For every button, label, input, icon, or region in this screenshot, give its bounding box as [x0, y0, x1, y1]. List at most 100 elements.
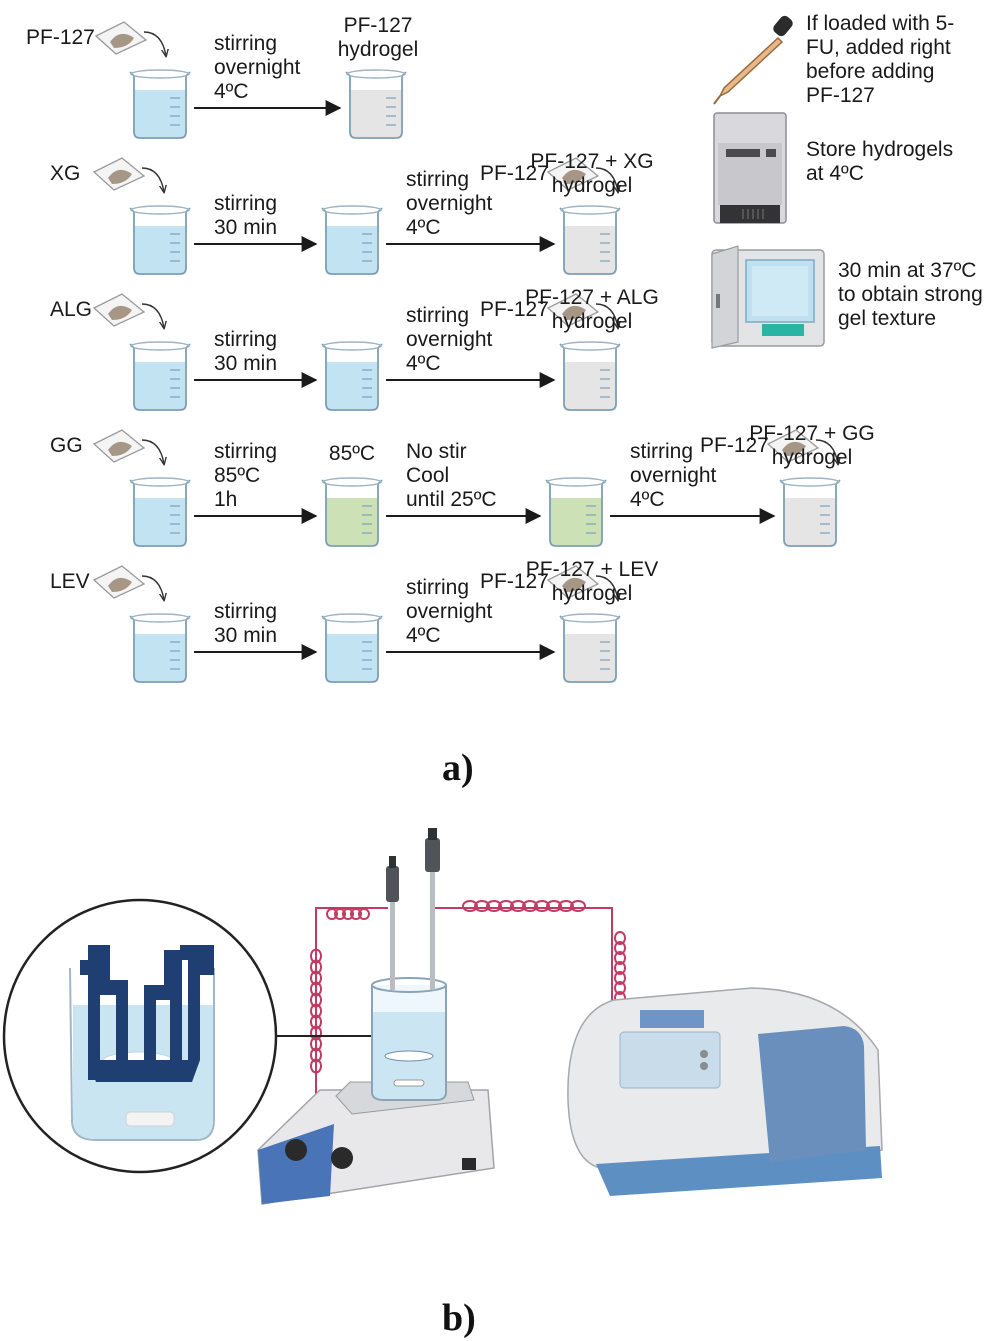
step-conditions-label-line: 4ºC — [214, 80, 249, 103]
caption-a: a) — [442, 747, 474, 789]
product-label-line: PF-127 + LEV — [526, 558, 659, 581]
step-conditions-label-line: overnight — [214, 56, 301, 79]
panel-b-release-setup — [2, 828, 883, 1205]
step-conditions-label-line: stirring — [214, 600, 277, 623]
product-label-line: hydrogel — [552, 310, 633, 333]
magnified-beaker-icon — [2, 898, 278, 1174]
step-conditions-label-line: overnight — [406, 600, 493, 623]
step-conditions-label-line: until 25ºC — [406, 488, 497, 511]
row-start-label: GG — [50, 434, 83, 457]
step-conditions-label-line: 4ºC — [406, 352, 441, 375]
beaker-intermediate-icon — [321, 477, 383, 547]
beaker-start-icon — [129, 205, 191, 275]
product-label-line: PF-127 + XG — [530, 150, 653, 173]
product-label-line: hydrogel — [772, 446, 853, 469]
step-conditions-label-line: 30 min — [214, 352, 277, 375]
note-line: at 4ºC — [806, 162, 864, 185]
step-conditions-label-line: stirring — [214, 32, 277, 55]
beaker-hydrogel-icon — [559, 613, 621, 683]
note-line: FU, added right — [806, 36, 951, 59]
product-label-line: PF-127 + GG — [749, 422, 874, 445]
step-conditions-label-line: 4ºC — [630, 488, 665, 511]
powder-sachet-icon — [94, 21, 166, 56]
note-line: If loaded with 5- — [806, 12, 954, 35]
powder-sachet-icon — [546, 565, 618, 600]
beaker-intermediate-icon — [321, 205, 383, 275]
note-line: before adding — [806, 60, 934, 83]
refrigerator-icon — [713, 112, 787, 224]
powder-sachet-icon — [546, 293, 618, 328]
step-conditions-label-line: stirring — [214, 192, 277, 215]
row-start-label: ALG — [50, 298, 92, 321]
beaker-start-icon — [129, 613, 191, 683]
added-reagent-label: PF-127 — [480, 298, 549, 321]
powder-sachet-icon — [92, 565, 164, 600]
step-conditions-label-line: 30 min — [214, 624, 277, 647]
added-reagent-label: PF-127 — [480, 162, 549, 185]
step-conditions-label-line: 1h — [214, 488, 237, 511]
powder-sachet-icon — [92, 293, 164, 328]
beaker-hydrogel-icon — [559, 341, 621, 411]
product-label-line: hydrogel — [552, 174, 633, 197]
dropper-icon — [713, 15, 793, 105]
magnetic-stirrer-icon — [257, 828, 495, 1205]
added-reagent-label: PF-127 — [480, 570, 549, 593]
note-line: gel texture — [838, 307, 936, 330]
beaker-intermediate-icon — [321, 613, 383, 683]
incubator-icon — [711, 245, 825, 349]
product-label-line: PF-127 — [344, 14, 413, 37]
beaker-start-icon — [129, 341, 191, 411]
step-conditions-label-line: overnight — [406, 328, 493, 351]
caption-b: b) — [442, 1297, 476, 1339]
product-label-line: hydrogel — [338, 38, 419, 61]
step-conditions-label-line: stirring — [214, 328, 277, 351]
step-conditions-label-line: No stir — [406, 440, 467, 463]
step-conditions-label-line: overnight — [630, 464, 717, 487]
step-conditions-label-line: Cool — [406, 464, 449, 487]
note-line: PF-127 — [806, 84, 875, 107]
beaker-hydrogel-icon — [779, 477, 841, 547]
beaker-start-icon — [129, 69, 191, 139]
powder-sachet-icon — [766, 429, 838, 464]
row-start-label: LEV — [50, 570, 90, 593]
powder-sachet-icon — [546, 157, 618, 192]
beaker-intermediate-icon — [545, 477, 607, 547]
note-line: to obtain strong — [838, 283, 983, 306]
spectrophotometer-icon — [567, 987, 883, 1196]
step-conditions-label-line: 85ºC — [214, 464, 260, 487]
added-reagent-label: PF-127 — [700, 434, 769, 457]
note-line: Store hydrogels — [806, 138, 953, 161]
step-conditions-label-line: stirring — [214, 440, 277, 463]
tubing-icon — [310, 900, 626, 1110]
product-label-line: hydrogel — [552, 582, 633, 605]
step-conditions-label-line: stirring — [406, 168, 469, 191]
beaker-hydrogel-icon — [559, 205, 621, 275]
temperature-label: 85ºC — [329, 442, 375, 465]
beaker-intermediate-icon — [321, 341, 383, 411]
step-conditions-label-line: stirring — [406, 576, 469, 599]
step-conditions-label-line: overnight — [406, 192, 493, 215]
